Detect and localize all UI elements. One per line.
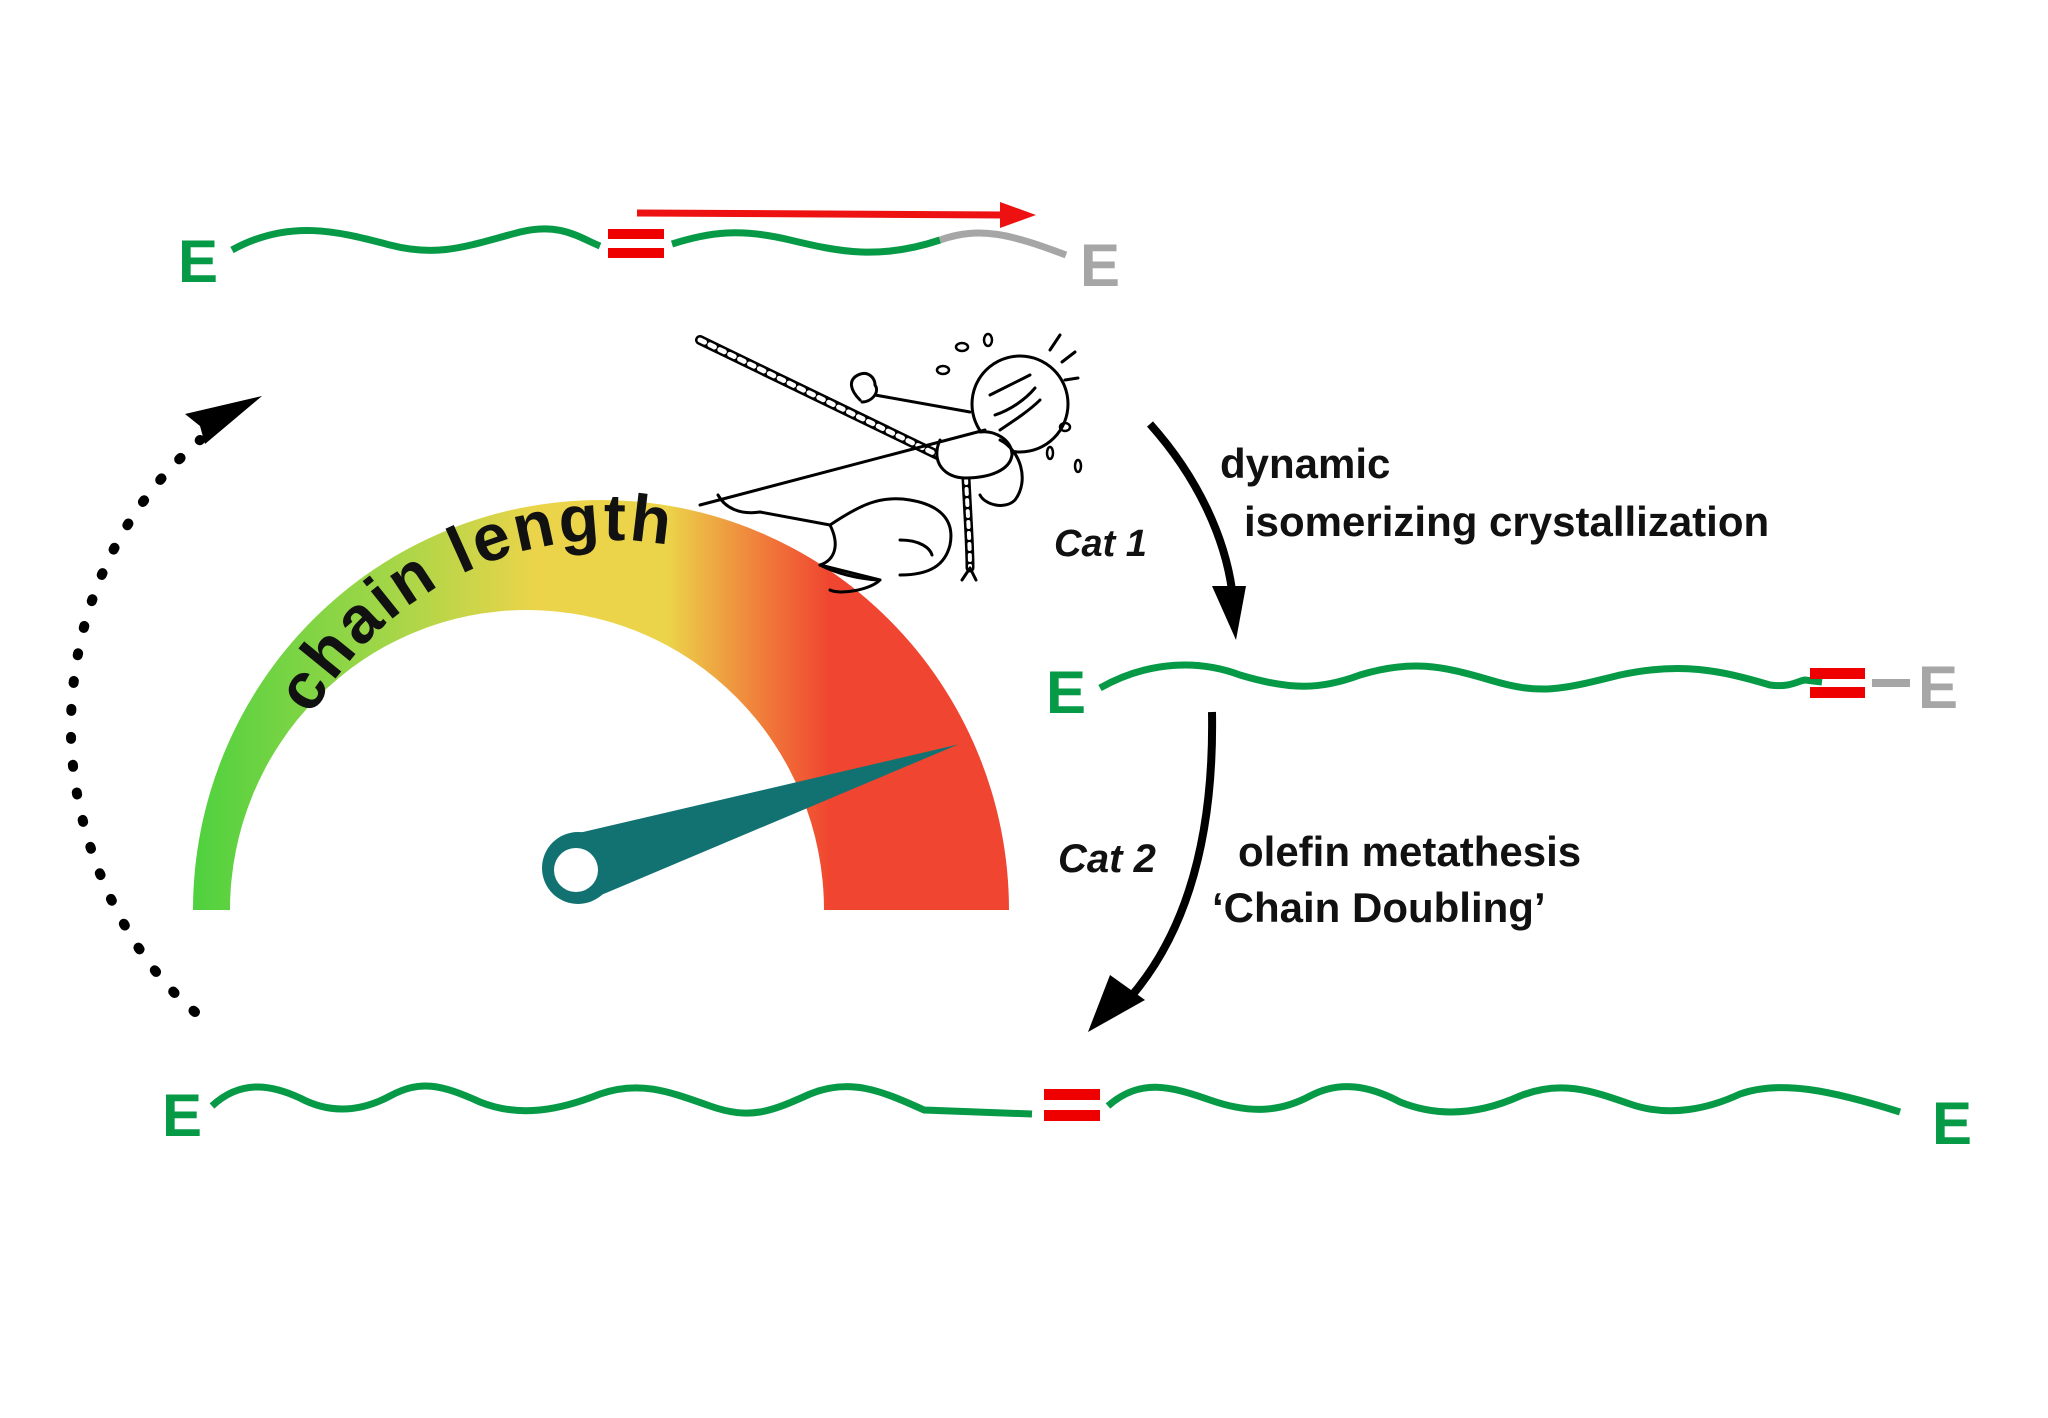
dotted-arc xyxy=(65,435,205,1017)
rope-icon xyxy=(695,335,978,582)
step1-arrow xyxy=(1147,421,1236,591)
middle-chain-left-end-group: E xyxy=(1046,659,1086,726)
bottom-chain-double-bond xyxy=(1044,1089,1100,1121)
bottom-chain-left-segment xyxy=(209,1082,1033,1118)
needle-pointer xyxy=(567,744,959,901)
arrowhead-icon xyxy=(185,396,262,444)
needle-hub-hole xyxy=(554,848,598,892)
arrowhead-icon xyxy=(1212,586,1246,640)
middle-chain: E E xyxy=(1046,654,1958,726)
arrowhead-icon xyxy=(1088,975,1145,1032)
top-chain-right-end-group: E xyxy=(1080,232,1120,299)
top-chain-left-end-group: E xyxy=(178,228,218,295)
gauge-arc xyxy=(193,500,1009,910)
step2-process-line1: olefin metathesis xyxy=(1238,828,1581,875)
middle-chain-double-bond xyxy=(1810,668,1865,698)
double-bond-migration-arrow xyxy=(636,202,1036,228)
bottom-chain: E E xyxy=(162,1082,1972,1157)
top-chain-left-segment xyxy=(230,225,602,254)
bottom-chain-right-end-group: E xyxy=(1932,1090,1972,1157)
step2-catalyst-label: Cat 2 xyxy=(1058,837,1156,881)
step1-process-line1: dynamic xyxy=(1220,440,1390,487)
middle-chain-right-end-group: E xyxy=(1918,654,1958,721)
step2-arrow xyxy=(1125,711,1217,1003)
gauge-needle xyxy=(542,744,959,904)
bottom-chain-left-end-group: E xyxy=(162,1082,202,1149)
top-chain-cleaved-segment xyxy=(938,229,1068,259)
sweat-drops-icon xyxy=(935,332,1083,474)
step2-process-line2: ‘Chain Doubling’ xyxy=(1212,884,1546,931)
cycle-return-arrow xyxy=(65,396,262,1017)
middle-chain-segment xyxy=(1098,661,1823,693)
chain-length-gauge: chain length xyxy=(193,480,1009,910)
step1-catalyst-label: Cat 1 xyxy=(1054,523,1147,565)
cartoon-figure-pulling-rope xyxy=(695,332,1083,594)
top-chain-double-bond xyxy=(608,229,664,258)
top-chain-right-segment xyxy=(670,229,942,256)
bottom-chain-right-segment xyxy=(1105,1083,1902,1116)
step2-reaction: Cat 2 olefin metathesis ‘Chain Doubling’ xyxy=(1058,711,1581,1032)
top-chain: E E xyxy=(178,202,1120,299)
step1-process-line2: isomerizing crystallization xyxy=(1244,498,1769,545)
step1-reaction: Cat 1 dynamic isomerizing crystallizatio… xyxy=(1054,421,1769,640)
